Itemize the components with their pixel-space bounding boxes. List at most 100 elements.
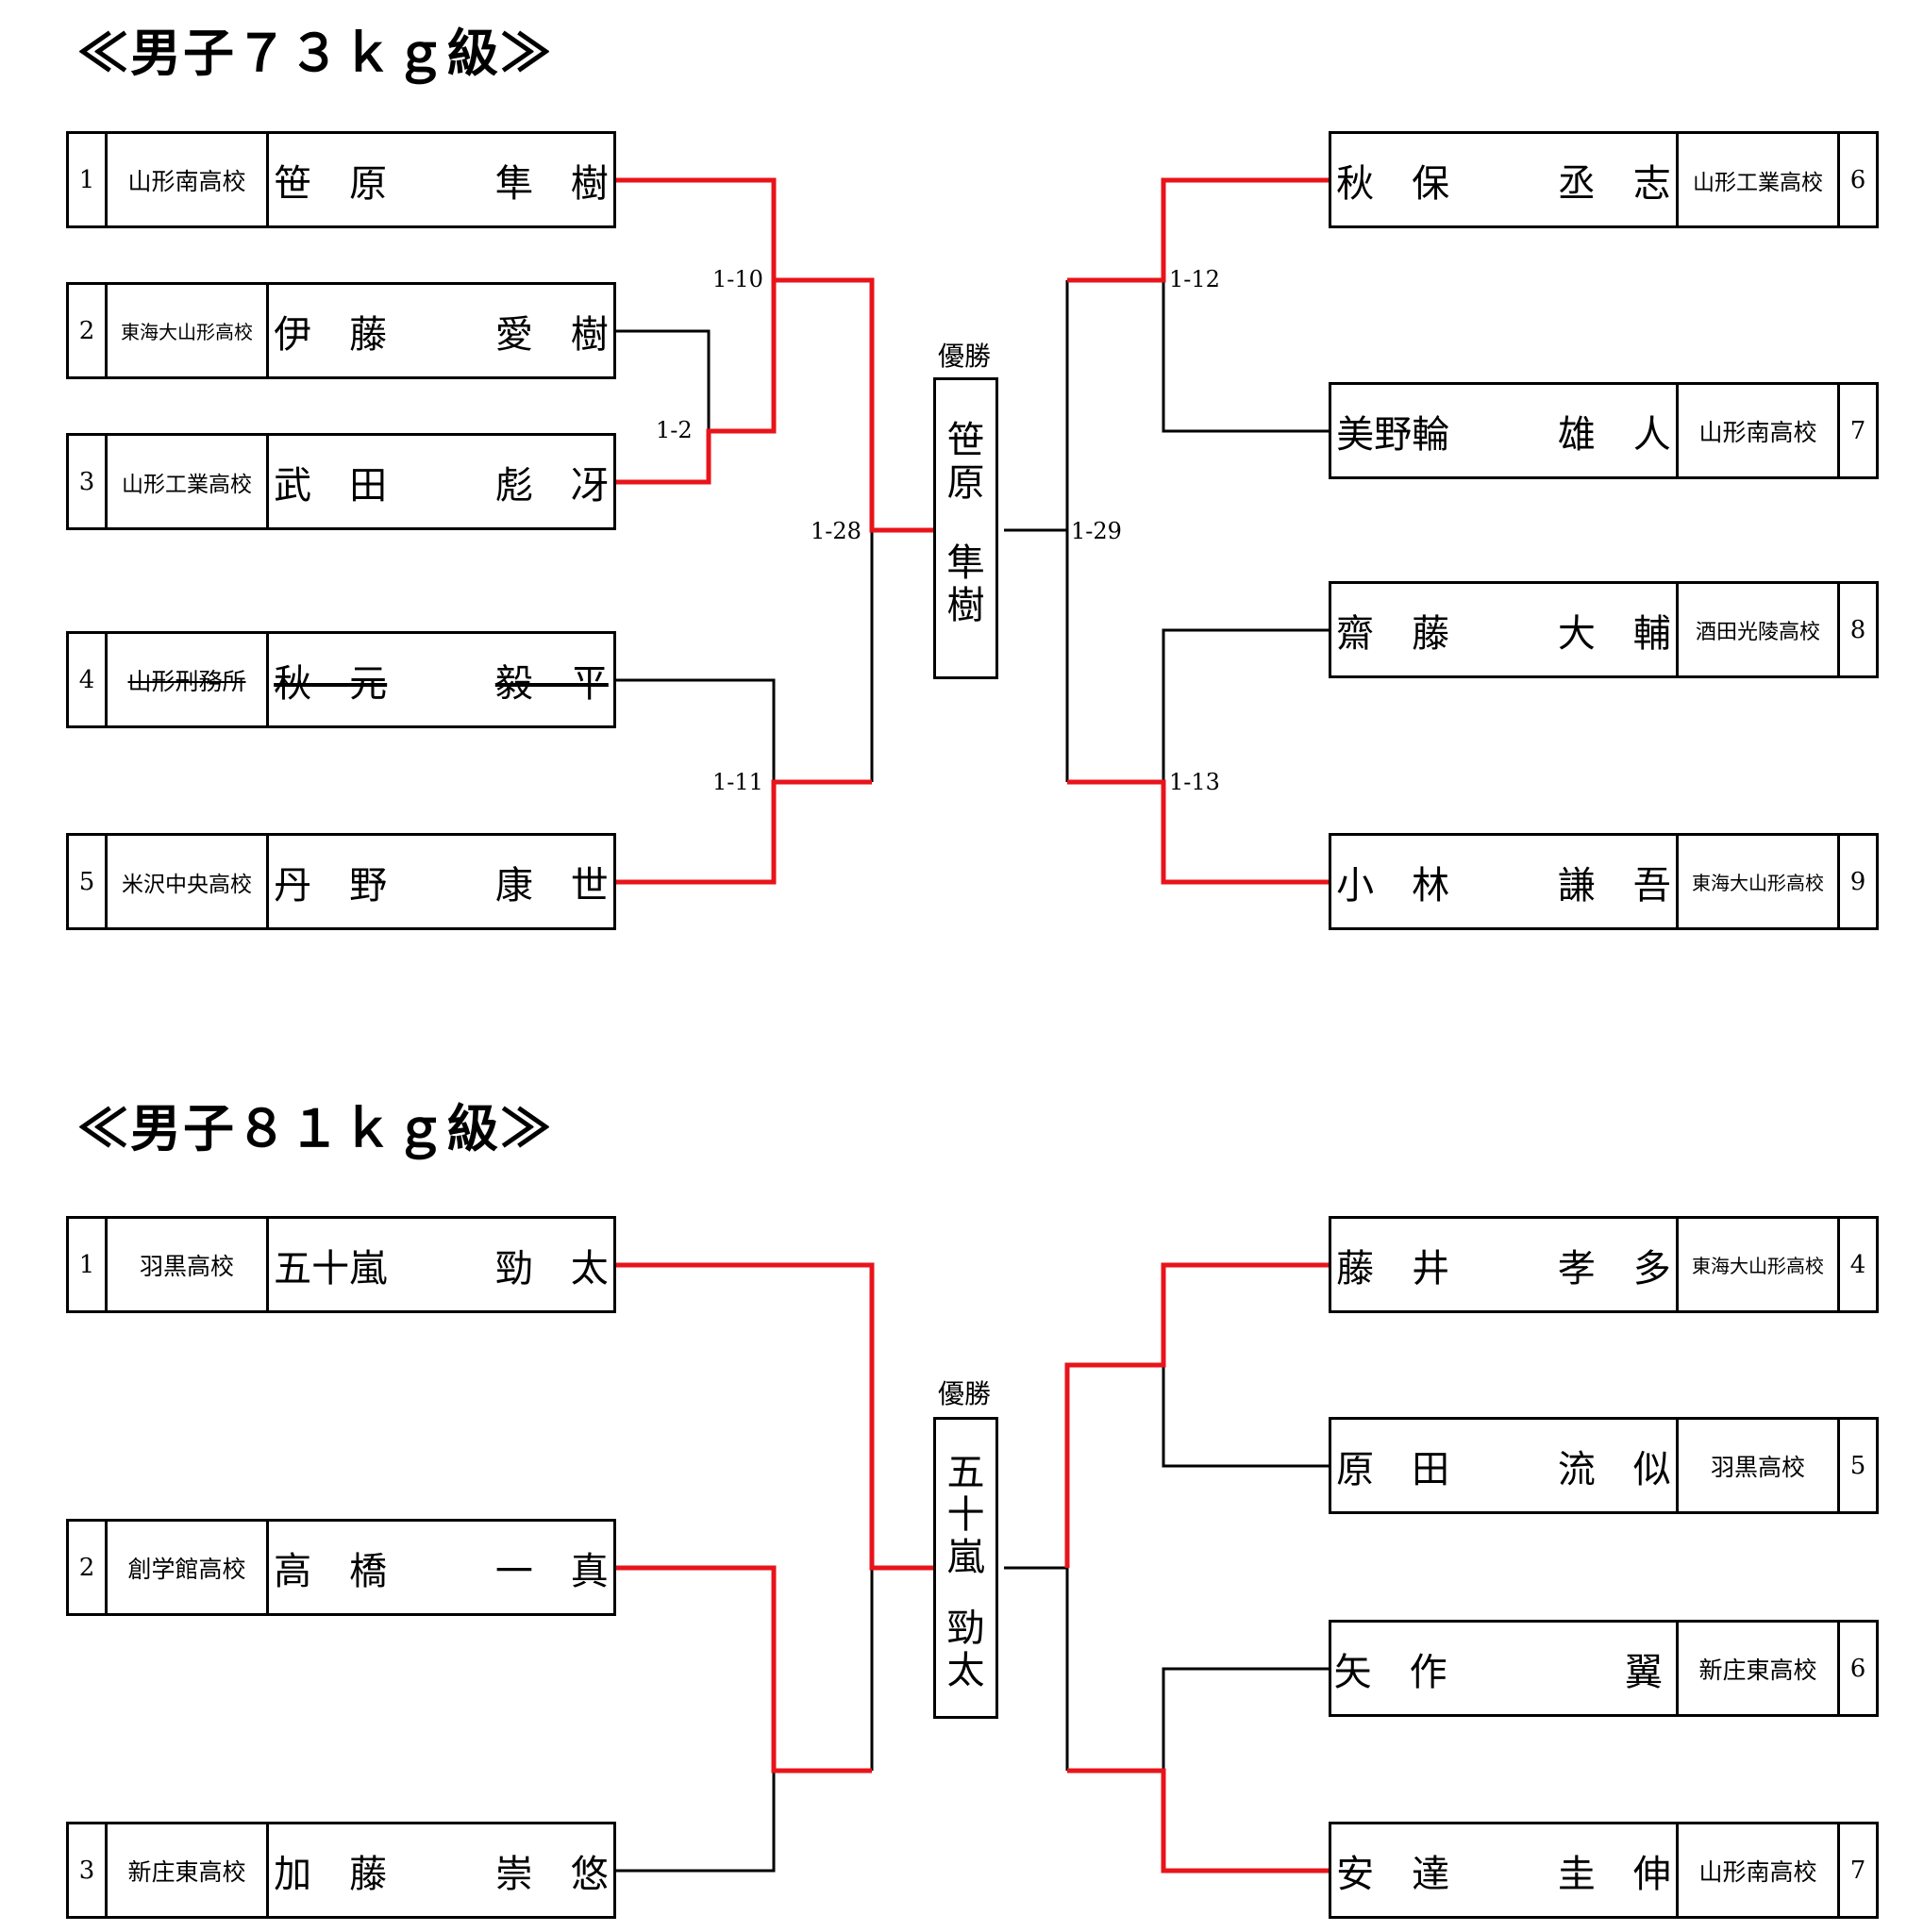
champion-char: 原 bbox=[946, 461, 985, 505]
champion-char: 隼 bbox=[946, 541, 985, 585]
match-label-1-29: 1-29 bbox=[1070, 518, 1123, 544]
athlete-name: 藤 井孝 多 bbox=[1331, 1219, 1676, 1310]
seed-number: 5 bbox=[1849, 1451, 1866, 1480]
entry-81-left-3: 3 新庄東高校 加 藤 崇 悠 bbox=[66, 1822, 616, 1919]
seed-number: 7 bbox=[1849, 1856, 1866, 1885]
given-name: 彪 冴 bbox=[494, 463, 609, 508]
school-name: 山形工業高校 bbox=[105, 436, 269, 527]
entry-73-left-5: 5 米沢中央高校 丹 野康 世 bbox=[66, 833, 616, 930]
given-name: 雄 人 bbox=[1557, 412, 1671, 457]
school-name: 山形刑務所 bbox=[105, 634, 269, 725]
entry-73-left-1: 1 山形南高校 笹 原隼 樹 bbox=[66, 131, 616, 228]
entry-81-left-2: 2 創学館高校 高 橋 一 真 bbox=[66, 1519, 616, 1616]
match-label-1-12: 1-12 bbox=[1168, 266, 1221, 292]
school-name: 東海大山形高校 bbox=[1676, 1219, 1840, 1310]
win-73-l1 bbox=[611, 177, 777, 280]
family-name: 五十嵐 bbox=[274, 1246, 388, 1291]
seed-number: 9 bbox=[1849, 867, 1866, 896]
line-73-r8 bbox=[1162, 628, 1330, 782]
entry-73-left-3: 3 山形工業高校 武 田彪 冴 bbox=[66, 433, 616, 530]
bracket-73kg-title: ≪男子７３ｋｇ級≫ bbox=[77, 23, 553, 83]
seed-number: 8 bbox=[1849, 615, 1866, 644]
champion-box-81: 五 十 嵐 勁 太 bbox=[933, 1417, 998, 1719]
entry-81-right-5: 原 田 流 似 羽黒高校 5 bbox=[1329, 1417, 1879, 1514]
family-name: 武 田 bbox=[274, 463, 388, 508]
athlete-name: 笹 原隼 樹 bbox=[269, 134, 613, 225]
school-name: 羽黒高校 bbox=[105, 1219, 269, 1310]
champion-char: 嵐 bbox=[946, 1536, 985, 1579]
athlete-name: 秋 元毅 平 bbox=[269, 634, 613, 725]
family-name: 高 橋 bbox=[274, 1549, 388, 1593]
given-name: 流 似 bbox=[1557, 1447, 1671, 1491]
family-name: 丹 野 bbox=[274, 863, 388, 908]
seed-number: 2 bbox=[78, 316, 95, 345]
family-name: 小 林 bbox=[1336, 863, 1450, 908]
entry-81-left-1: 1 羽黒高校 五十嵐勁 太 bbox=[66, 1216, 616, 1313]
win-73-l3 bbox=[611, 280, 777, 485]
given-name: 謙 吾 bbox=[1557, 863, 1671, 908]
champion-char: 十 bbox=[946, 1493, 985, 1537]
school-name: 新庄東高校 bbox=[105, 1824, 269, 1916]
entry-73-right-6: 秋 保丞 志 山形工業高校 6 bbox=[1329, 131, 1879, 228]
given-name: 愛 樹 bbox=[494, 312, 609, 357]
seed-number: 4 bbox=[1849, 1250, 1866, 1279]
school-name: 山形工業高校 bbox=[1676, 134, 1840, 225]
line-73-r7 bbox=[1162, 280, 1330, 433]
champion-char: 笹 bbox=[946, 419, 985, 462]
school-name: 羽黒高校 bbox=[1676, 1420, 1840, 1511]
given-name: 翼 bbox=[1625, 1650, 1663, 1694]
athlete-name: 丹 野康 世 bbox=[269, 836, 613, 927]
given-name: 崇 悠 bbox=[494, 1852, 609, 1896]
seed-number: 7 bbox=[1849, 416, 1866, 445]
win-81-l1 bbox=[611, 1262, 936, 1571]
family-name: 加 藤 bbox=[274, 1852, 388, 1896]
athlete-name: 原 田流 似 bbox=[1331, 1420, 1676, 1511]
athlete-name: 五十嵐勁 太 bbox=[269, 1219, 613, 1310]
win-73-r9 bbox=[1067, 779, 1330, 885]
school-name: 山形南高校 bbox=[1676, 385, 1840, 476]
family-name: 藤 井 bbox=[1336, 1246, 1450, 1291]
athlete-name: 小 林謙 吾 bbox=[1331, 836, 1676, 927]
seed-number: 3 bbox=[78, 1856, 95, 1885]
match-label-1-11: 1-11 bbox=[711, 769, 764, 795]
given-name: 大 輔 bbox=[1557, 611, 1671, 656]
school-name: 山形南高校 bbox=[105, 134, 269, 225]
entry-73-left-2: 2 東海大山形高校 伊 藤愛 樹 bbox=[66, 282, 616, 379]
champion-label-81: 優勝 bbox=[938, 1378, 992, 1409]
given-name: 毅 平 bbox=[494, 661, 609, 706]
family-name: 齋 藤 bbox=[1336, 611, 1450, 656]
win-73-l5 bbox=[611, 779, 872, 885]
family-name: 秋 元 bbox=[274, 661, 388, 706]
school-name: 山形南高校 bbox=[1676, 1824, 1840, 1916]
family-name: 矢 作 bbox=[1333, 1650, 1447, 1694]
champion-box-73: 笹 原 隼 樹 bbox=[933, 377, 998, 679]
match-label-1-13: 1-13 bbox=[1168, 769, 1221, 795]
given-name: 康 世 bbox=[494, 863, 609, 908]
seed-number: 2 bbox=[78, 1553, 95, 1582]
school-name: 酒田光陵高校 bbox=[1676, 584, 1840, 675]
school-name: 米沢中央高校 bbox=[105, 836, 269, 927]
athlete-name: 美野輪雄 人 bbox=[1331, 385, 1676, 476]
bracket-81kg-title: ≪男子８１ｋｇ級≫ bbox=[77, 1098, 553, 1158]
school-name: 新庄東高校 bbox=[1676, 1623, 1840, 1714]
win-81-r7 bbox=[1067, 1768, 1330, 1874]
entry-81-right-4: 藤 井孝 多 東海大山形高校 4 bbox=[1329, 1216, 1879, 1313]
seed-number: 1 bbox=[78, 165, 95, 194]
entry-73-left-4-withdrawn: 4 山形刑務所 秋 元 毅 平 bbox=[66, 631, 616, 728]
line-81-r6 bbox=[1162, 1667, 1330, 1771]
champion-char: 樹 bbox=[946, 584, 985, 627]
school-name: 創学館高校 bbox=[105, 1522, 269, 1613]
family-name: 原 田 bbox=[1336, 1447, 1450, 1491]
school-name: 東海大山形高校 bbox=[1676, 836, 1840, 927]
seed-number: 4 bbox=[78, 665, 95, 694]
entry-73-right-7: 美野輪雄 人 山形南高校 7 bbox=[1329, 382, 1879, 479]
match-label-1-28: 1-28 bbox=[810, 518, 862, 544]
entry-73-right-9: 小 林 謙 吾 東海大山形高校 9 bbox=[1329, 833, 1879, 930]
line-81-l3 bbox=[611, 1771, 776, 1873]
athlete-name: 高 橋一 真 bbox=[269, 1522, 613, 1613]
athlete-name: 伊 藤愛 樹 bbox=[269, 285, 613, 376]
given-name: 圭 伸 bbox=[1557, 1852, 1671, 1896]
champion-label-73: 優勝 bbox=[938, 341, 992, 372]
given-name: 一 真 bbox=[494, 1549, 609, 1593]
win-81-l2 bbox=[611, 1565, 872, 1774]
